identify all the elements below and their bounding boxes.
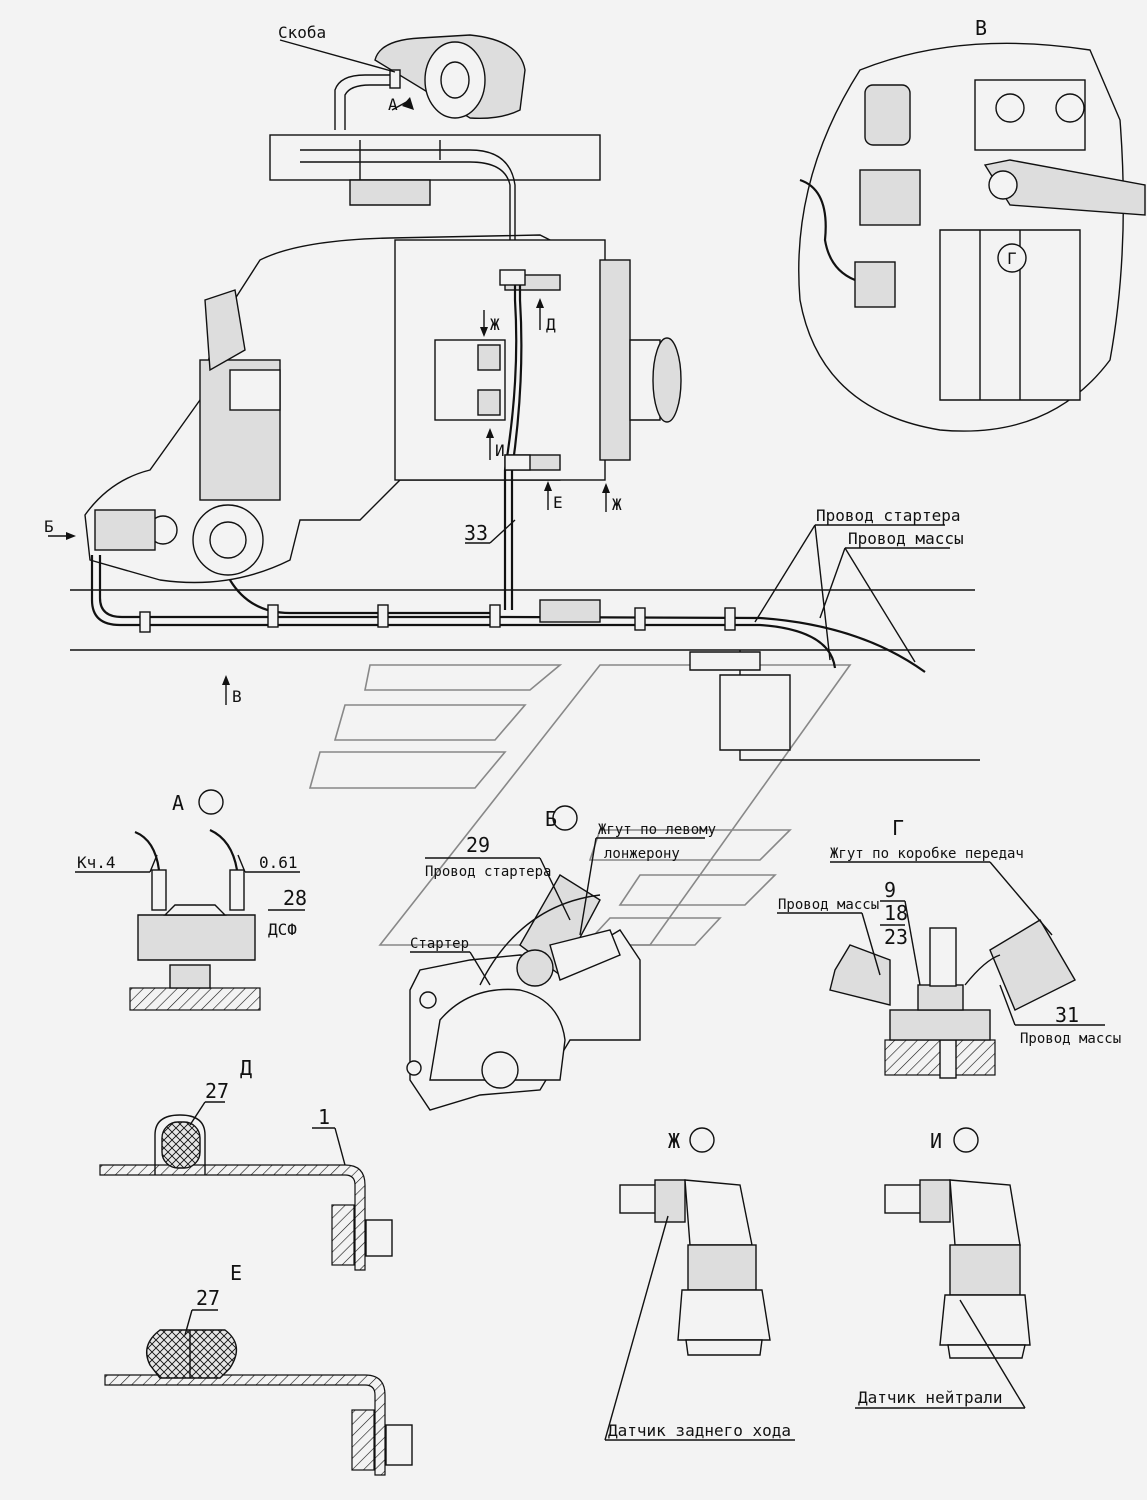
view-a-wire-left: Кч.4 xyxy=(77,853,116,872)
arrow-i-label: И xyxy=(495,441,505,460)
view-g-num-23: 23 xyxy=(884,925,908,949)
view-g-title: Г xyxy=(892,816,904,840)
direction-arrows xyxy=(48,298,610,705)
provod-massy-label: Провод массы xyxy=(848,529,964,548)
view-d-num-27: 27 xyxy=(205,1079,229,1103)
view-e-num-27: 27 xyxy=(196,1286,220,1310)
view-g-num-31: 31 xyxy=(1055,1003,1079,1027)
view-v xyxy=(798,42,1146,432)
view-g-num-9: 9 xyxy=(884,878,896,902)
view-d-title: Д xyxy=(240,1056,252,1080)
arrow-b-label: Б xyxy=(44,517,54,536)
view-g-provod-massy-right: Провод массы xyxy=(1020,1031,1121,1047)
arrow-a-label: А xyxy=(388,95,398,114)
provod-startera-label: Провод стартера xyxy=(816,506,961,525)
view-b-harness-1: Жгут по левому xyxy=(598,822,716,838)
view-g-assembly xyxy=(829,919,1076,1079)
view-d-num-1: 1 xyxy=(318,1105,330,1129)
view-b-num: 29 xyxy=(466,833,490,857)
view-e-title: Е xyxy=(230,1261,242,1285)
view-g-num-18: 18 xyxy=(884,901,908,925)
view-a-part: ДСФ xyxy=(268,920,297,939)
view-e-section xyxy=(104,1329,413,1476)
arrow-zh-label: Ж xyxy=(490,315,500,334)
view-i-sensor-label: Датчик нейтрали xyxy=(858,1388,1003,1407)
view-a-wire-right: 0.61 xyxy=(259,853,298,872)
view-zh-title: Ж xyxy=(668,1129,680,1153)
view-v-g-marker: Г xyxy=(1007,249,1017,268)
arrow-d-label: Д xyxy=(546,315,556,334)
callout-33: 33 xyxy=(464,521,488,545)
view-a-num: 28 xyxy=(283,886,307,910)
view-zh-sensor-label: Датчик заднего хода xyxy=(608,1421,791,1440)
view-i-sensor xyxy=(884,1179,1031,1359)
arrow-v-label: В xyxy=(232,687,242,706)
view-zh-sensor xyxy=(619,1179,771,1356)
view-d-section xyxy=(99,1114,393,1271)
view-i-title: И xyxy=(930,1129,942,1153)
view-a-sensor xyxy=(129,828,261,1011)
arrow-zh2-label: Ж xyxy=(612,495,622,514)
arrow-e-label: Е xyxy=(553,493,563,512)
skoba-assembly xyxy=(269,34,601,275)
view-b-starter xyxy=(406,874,641,1111)
view-g-provod-massy-left: Провод массы xyxy=(778,897,879,913)
view-b-title: Б xyxy=(545,807,557,831)
view-b-provod-startera: Провод стартера xyxy=(425,864,551,880)
view-a-title: А xyxy=(172,791,184,815)
view-b-starter: Стартер xyxy=(410,936,469,952)
view-b-harness-2: лонжерону xyxy=(604,846,680,862)
main-harness xyxy=(90,269,926,673)
gearbox-assembly xyxy=(84,234,682,584)
view-v-title: В xyxy=(975,16,987,40)
skoba-label: Скоба xyxy=(278,23,326,42)
view-g-harness: Жгут по коробке передач xyxy=(830,846,1024,862)
